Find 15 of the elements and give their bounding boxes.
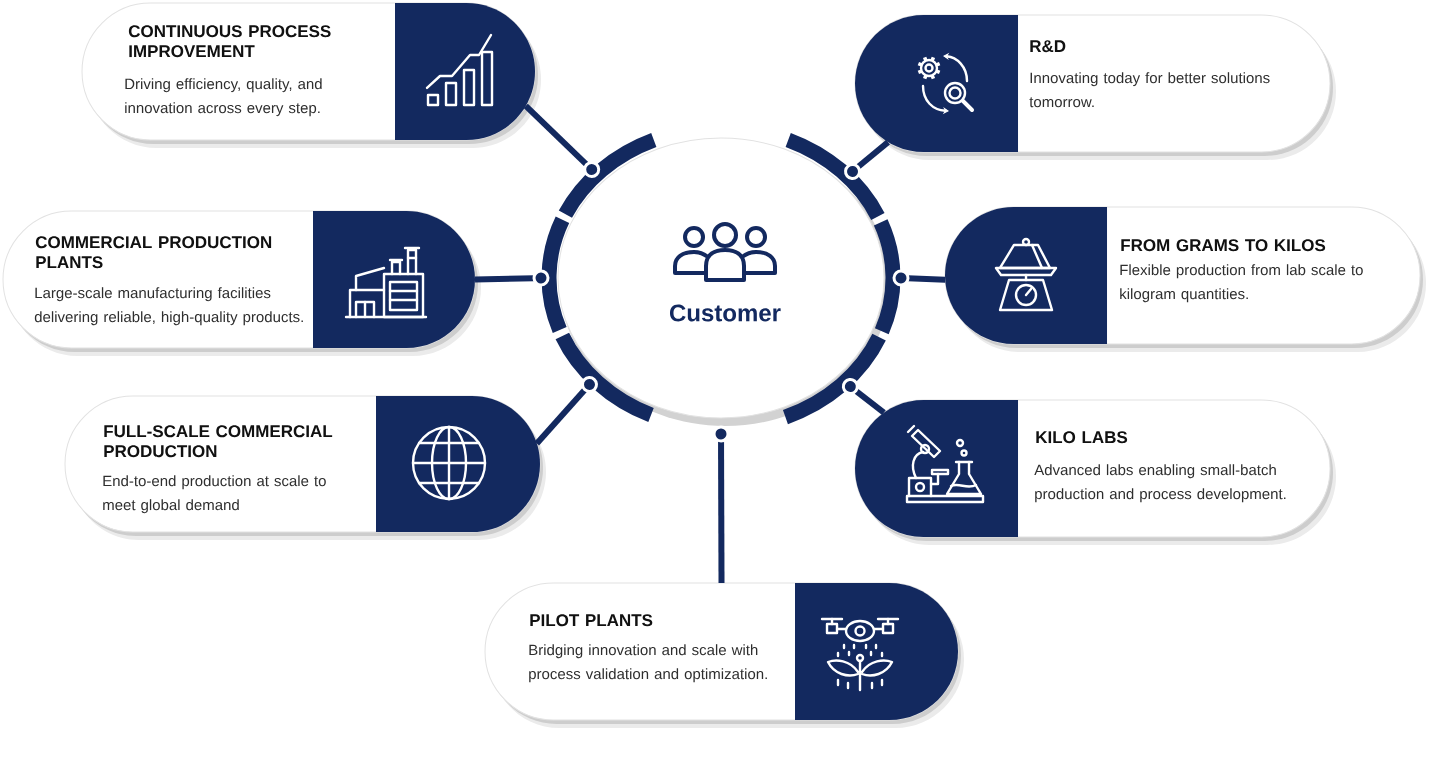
- card-heading: CONTINUOUS PROCESS IMPROVEMENT: [128, 25, 331, 58]
- hub-label: Customer: [670, 304, 781, 322]
- card-description: Bridging innovation and scale with process validation and optimization.: [529, 644, 767, 683]
- card-description: Advanced labs enabling small-batch production and process development.: [1034, 464, 1286, 503]
- card-description: Large-scale manufacturing facilities delivering reliable, high-quality products.: [34, 287, 303, 326]
- card-heading: FROM GRAMS TO KILOS: [1121, 239, 1326, 252]
- card-heading: R&D: [1030, 40, 1066, 53]
- card-heading: KILO LABS: [1036, 431, 1128, 444]
- card-description: End-to-end production at scale to meet global demand: [103, 475, 326, 514]
- card-description: Innovating today for better solutions tomorrow.: [1029, 72, 1270, 108]
- card-description: Driving efficiency, quality, and innovation across every step.: [125, 78, 322, 117]
- card-heading: FULL-SCALE COMMERCIAL PRODUCTION: [104, 425, 333, 458]
- card-heading: COMMERCIAL PRODUCTION PLANTS: [35, 236, 272, 269]
- card-heading: PILOT PLANTS: [530, 614, 653, 627]
- card-description: Flexible production from lab scale to kilogram quantities.: [1120, 264, 1363, 303]
